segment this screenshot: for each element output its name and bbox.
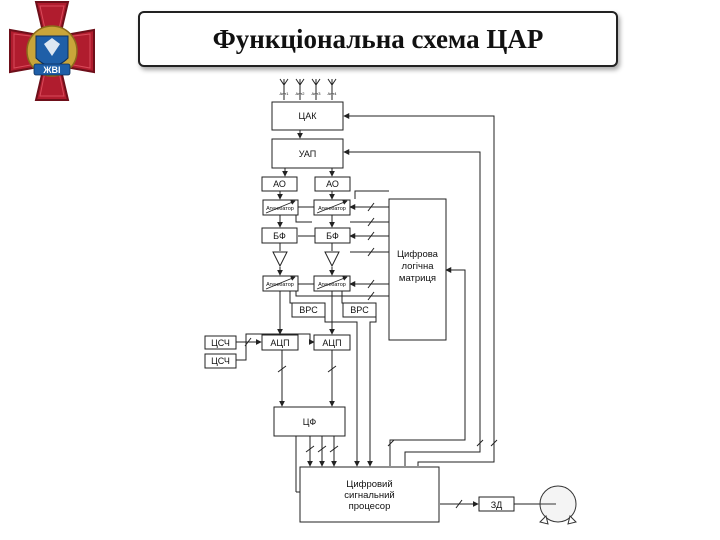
attenuator2-right-arrow-icon bbox=[316, 276, 348, 290]
logic-matrix-label-line: логічна bbox=[402, 261, 435, 272]
bf-right-label: БФ bbox=[326, 231, 339, 241]
ao-right-block bbox=[314, 176, 351, 192]
logic-matrix-label-line: матриця bbox=[399, 273, 436, 284]
tssch-top-block bbox=[204, 335, 237, 350]
vrs-right-block bbox=[342, 302, 377, 318]
tssch-top-label: ЦСЧ bbox=[211, 338, 230, 348]
bus-slash-marks bbox=[244, 202, 498, 509]
attenuator2-left-arrow-icon bbox=[265, 276, 296, 290]
attenuator2-left-label: Атенюатор bbox=[266, 282, 294, 288]
logic-matrix-block bbox=[388, 198, 447, 341]
antenna-label: Ант2 bbox=[296, 91, 306, 96]
tssch-bottom-label: ЦСЧ bbox=[211, 356, 230, 366]
attenuator1-left-arrow-icon bbox=[265, 200, 296, 214]
dish-antenna-icon bbox=[539, 485, 577, 525]
attenuator1-right-arrow-icon bbox=[316, 200, 348, 214]
adc-right-block bbox=[313, 334, 351, 351]
ao-left-label: АО bbox=[273, 179, 286, 189]
cf-label: ЦФ bbox=[303, 417, 317, 427]
antenna-label: Ант4 bbox=[328, 91, 338, 96]
antenna-label: Ант1 bbox=[280, 91, 290, 96]
adc-left-block bbox=[261, 334, 299, 351]
dsp-label-line: процесор bbox=[349, 501, 391, 512]
bf-left-block bbox=[261, 227, 298, 244]
zd-label: ЗД bbox=[491, 500, 503, 510]
cak-block bbox=[271, 101, 344, 131]
title-box: Функціональна схема ЦАР bbox=[138, 11, 618, 67]
cf-block bbox=[273, 406, 346, 437]
tssch-bottom-block bbox=[204, 353, 237, 369]
dsp-label-line: сигнальний bbox=[344, 490, 394, 501]
ao-right-label: АО bbox=[326, 179, 339, 189]
bf-left-label: БФ bbox=[273, 231, 286, 241]
logic-matrix-label-line: Цифрова bbox=[397, 249, 439, 260]
attenuator1-left-label: Атенюатор bbox=[266, 206, 294, 212]
bf-right-block bbox=[314, 227, 351, 244]
vrs-right-label: ВРС bbox=[350, 305, 369, 315]
zd-block bbox=[478, 496, 515, 512]
vrs-left-label: ВРС bbox=[299, 305, 318, 315]
attenuator2-right-label: Атенюатор bbox=[318, 282, 346, 288]
ao-left-block bbox=[261, 176, 298, 192]
antenna-array-icon bbox=[279, 78, 337, 100]
adc-right-label: АЦП bbox=[322, 338, 341, 348]
cak-label: ЦАК bbox=[299, 111, 318, 121]
dsp-label-line: Цифровий bbox=[346, 479, 392, 490]
amplifier-left-icon bbox=[272, 251, 288, 268]
adc-left-label: АЦП bbox=[270, 338, 289, 348]
emblem-logo: ЖВІ bbox=[9, 1, 95, 101]
emblem-letters: ЖВІ bbox=[42, 65, 60, 75]
uap-label: УАП bbox=[299, 149, 317, 159]
dsp-block bbox=[299, 466, 440, 523]
page-title: Функціональна схема ЦАР bbox=[212, 23, 544, 54]
antenna-label: Ант3 bbox=[312, 91, 322, 96]
attenuator1-right-label: Атенюатор bbox=[318, 206, 346, 212]
emblem-star-icon bbox=[44, 38, 60, 56]
vrs-left-block bbox=[291, 302, 326, 318]
uap-block bbox=[271, 138, 344, 169]
amplifier-right-icon bbox=[324, 251, 340, 268]
